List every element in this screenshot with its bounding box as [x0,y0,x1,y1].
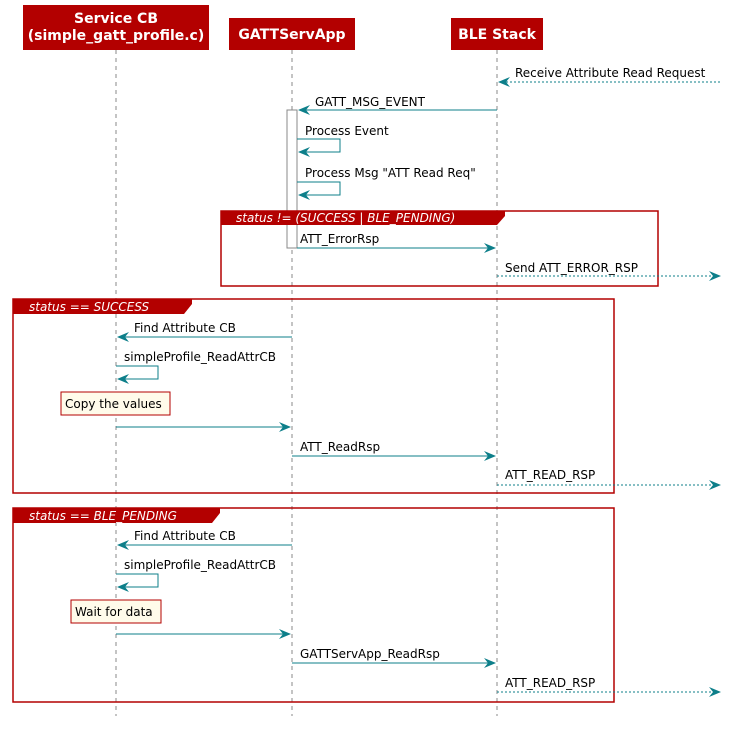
participant-ble-stack: BLE Stack [451,18,543,50]
participant-service-cb: Service CB (simple_gatt_profile.c) [23,5,209,50]
message-send-att-error-rsp: Send ATT_ERROR_RSP [497,261,721,281]
svg-text:ATT_ReadRsp: ATT_ReadRsp [300,440,380,454]
svg-text:Process Event: Process Event [305,124,389,138]
note-copy-values: Copy the values [60,391,171,416]
svg-text:Service CB: Service CB [74,11,158,27]
svg-text:ATT_ErrorRsp: ATT_ErrorRsp [300,232,379,246]
svg-text:Send ATT_ERROR_RSP: Send ATT_ERROR_RSP [505,261,638,275]
message-att-read-rsp-out-success: ATT_READ_RSP [497,468,721,490]
svg-text:ATT_READ_RSP: ATT_READ_RSP [505,676,595,690]
participant-gattservapp: GATTServApp [229,18,355,50]
activation-bar-gattservapp [286,109,298,249]
message-process-msg: Process Msg "ATT Read Req" [297,166,476,200]
svg-text:GATTServApp: GATTServApp [238,27,345,43]
svg-text:BLE Stack: BLE Stack [458,27,537,43]
svg-text:ATT_READ_RSP: ATT_READ_RSP [505,468,595,482]
svg-text:Find Attribute CB: Find Attribute CB [134,529,236,543]
svg-text:Wait for data: Wait for data [75,605,153,619]
svg-text:simpleProfile_ReadAttrCB: simpleProfile_ReadAttrCB [124,558,276,572]
svg-text:status != (SUCCESS | BLE_PENDI: status != (SUCCESS | BLE_PENDING) [236,211,455,225]
message-att-error-rsp: ATT_ErrorRsp [297,232,496,253]
message-read-attr-cb-pending: simpleProfile_ReadAttrCB [116,558,276,592]
message-att-read-rsp: ATT_ReadRsp [292,440,496,461]
svg-text:Receive Attribute Read Request: Receive Attribute Read Request [515,66,706,80]
message-gattservapp-read-rsp: GATTServApp_ReadRsp [292,647,496,668]
frame-success: status == SUCCESS [12,298,615,494]
svg-text:(simple_gatt_profile.c): (simple_gatt_profile.c) [28,28,205,44]
message-att-read-rsp-out-pending: ATT_READ_RSP [497,676,721,697]
svg-text:simpleProfile_ReadAttrCB: simpleProfile_ReadAttrCB [124,350,276,364]
message-receive-read-request: Receive Attribute Read Request [498,66,720,87]
message-process-event: Process Event [297,124,389,157]
svg-text:Find Attribute CB: Find Attribute CB [134,321,236,335]
message-find-attribute-cb-success: Find Attribute CB [117,321,292,342]
svg-text:GATT_MSG_EVENT: GATT_MSG_EVENT [315,95,426,109]
svg-text:Copy the values: Copy the values [65,397,162,411]
message-find-attribute-cb-pending: Find Attribute CB [117,529,292,550]
frame-error: status != (SUCCESS | BLE_PENDING) [220,210,659,287]
svg-text:status == BLE_PENDING: status == BLE_PENDING [29,509,177,523]
message-read-attr-cb-success: simpleProfile_ReadAttrCB [116,350,276,384]
frame-pending: status == BLE_PENDING [12,507,615,703]
svg-text:status == SUCCESS: status == SUCCESS [29,300,150,314]
note-wait-for-data: Wait for data [70,599,162,624]
svg-text:GATTServApp_ReadRsp: GATTServApp_ReadRsp [300,647,440,661]
svg-text:Process Msg "ATT Read Req": Process Msg "ATT Read Req" [305,166,476,180]
message-gatt-msg-event: GATT_MSG_EVENT [298,95,497,115]
